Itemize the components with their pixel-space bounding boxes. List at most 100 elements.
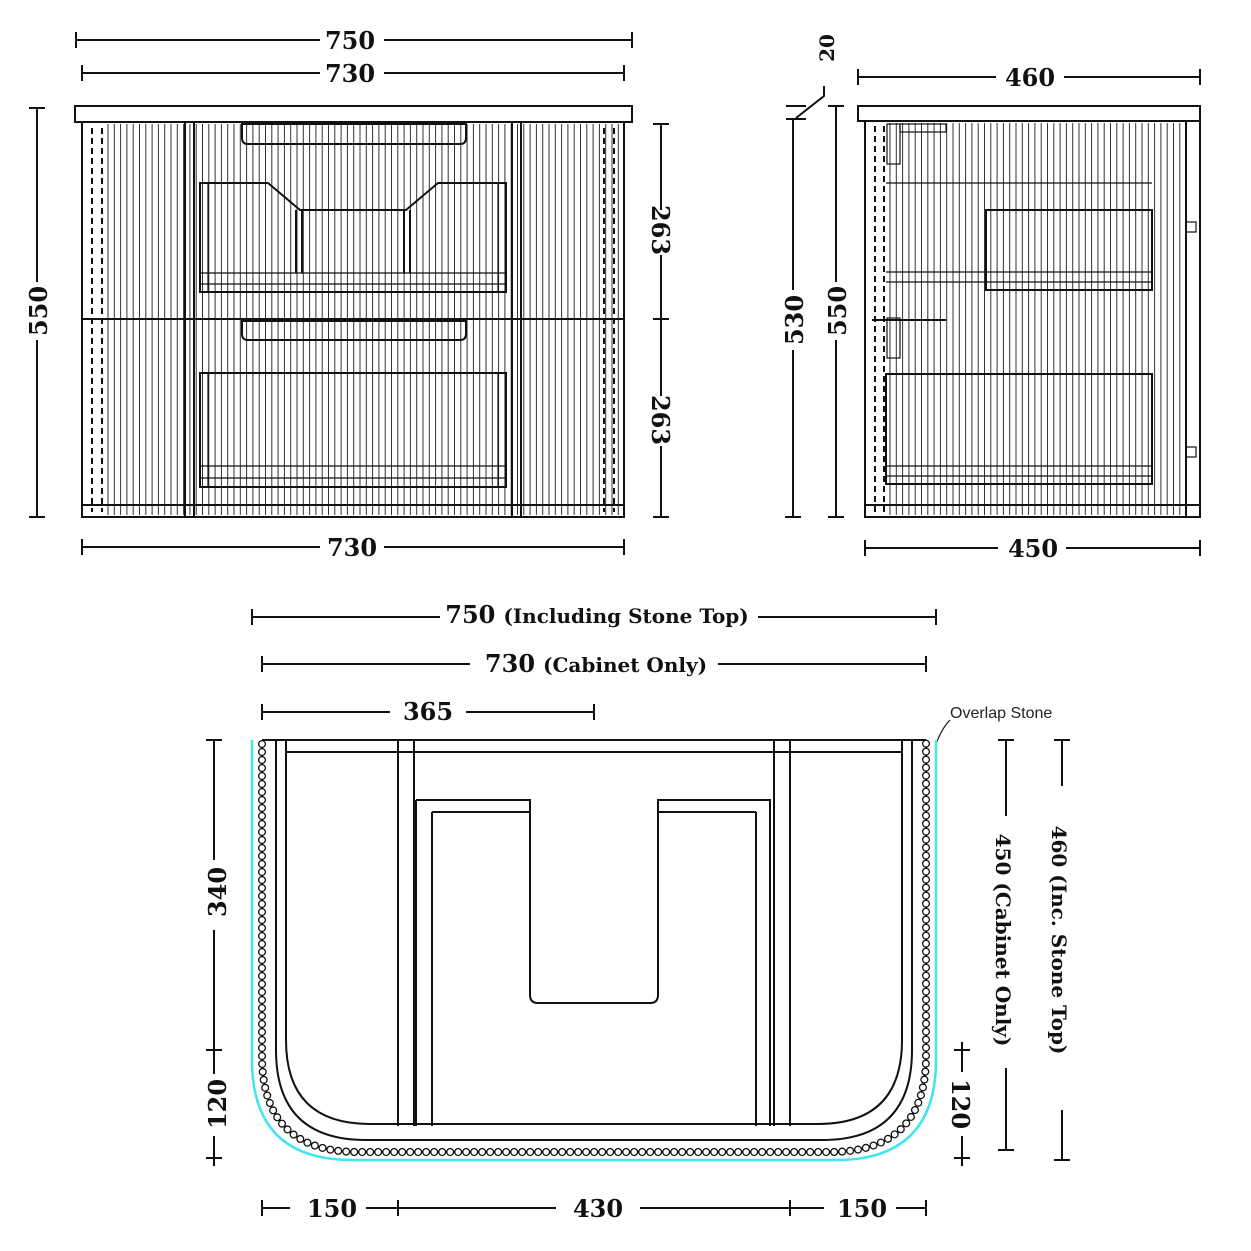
edge-bead: [257, 1011, 267, 1021]
edge-bead: [921, 771, 931, 780]
front-top-drawer-interior: [199, 182, 507, 293]
edge-bead: [257, 803, 267, 813]
side-dim-460: 460: [857, 63, 1201, 92]
edge-bead: [921, 1027, 931, 1036]
plan-depth-straight-label: 340: [203, 867, 232, 917]
edge-bead: [414, 1147, 423, 1157]
plan-stone-outline: [250, 740, 938, 1162]
edge-bead: [921, 939, 931, 948]
edge-bead: [257, 779, 267, 789]
edge-bead: [257, 835, 267, 845]
edge-bead: [510, 1147, 519, 1157]
edge-bead: [918, 1083, 927, 1092]
front-dim-730-top: 730: [81, 59, 625, 88]
edge-bead: [257, 851, 267, 861]
edge-bead: [598, 1147, 607, 1157]
edge-bead: [422, 1147, 431, 1157]
edge-bead: [470, 1147, 479, 1157]
edge-bead: [654, 1147, 663, 1157]
edge-bead: [258, 1067, 267, 1077]
front-drawer-bottom-label: 263: [646, 395, 675, 445]
edge-bead: [798, 1147, 807, 1157]
side-height-total-label: 550: [823, 286, 852, 336]
front-height-label: 550: [24, 286, 53, 336]
edge-bead: [622, 1147, 631, 1157]
edge-bead: [326, 1145, 335, 1154]
edge-bead: [921, 803, 931, 812]
edge-bead: [694, 1147, 703, 1157]
edge-bead: [518, 1147, 527, 1157]
plan-width-stone-label: 750(Including Stone Top): [445, 600, 748, 629]
edge-bead: [526, 1147, 535, 1157]
edge-bead: [358, 1147, 367, 1157]
edge-bead: [283, 1125, 292, 1134]
edge-bead: [257, 891, 267, 901]
edge-bead: [734, 1147, 743, 1157]
plan-dim-450: 450 (Cabinet Only): [991, 739, 1015, 1151]
edge-bead: [921, 747, 931, 756]
plan-view: 750(Including Stone Top) 730(Cabinet Onl…: [203, 600, 1071, 1223]
side-view: 20 460: [780, 34, 1201, 563]
side-depth-cabinet-label: 450: [1008, 534, 1058, 563]
edge-bead: [921, 987, 931, 996]
edge-bead: [257, 739, 267, 749]
edge-bead: [890, 1130, 899, 1139]
edge-bead: [310, 1141, 319, 1150]
front-stone-top: [74, 105, 633, 123]
edge-bead: [921, 971, 931, 980]
edge-bead: [876, 1138, 885, 1147]
edge-bead: [390, 1147, 399, 1157]
edge-bead: [257, 875, 267, 885]
edge-bead: [257, 867, 267, 877]
edge-bead: [646, 1147, 655, 1157]
edge-bead: [921, 739, 931, 748]
edge-bead: [896, 1125, 905, 1134]
edge-bead: [830, 1147, 839, 1157]
edge-bead: [257, 1019, 267, 1029]
edge-bead: [686, 1147, 695, 1157]
plan-dim-120-left: 120: [203, 1050, 232, 1166]
plan-seg-right-label: 150: [837, 1194, 887, 1223]
side-stone-top: [857, 105, 1201, 122]
edge-bead: [257, 827, 267, 837]
edge-bead: [670, 1147, 679, 1157]
edge-bead: [257, 947, 267, 957]
edge-bead: [861, 1143, 870, 1152]
edge-bead: [257, 1051, 267, 1061]
plan-inner-outline: [275, 740, 913, 1141]
edge-bead: [265, 1099, 274, 1108]
edge-bead: [883, 1134, 893, 1143]
front-bottom-width-label: 730: [327, 533, 377, 562]
edge-bead: [257, 1035, 267, 1045]
side-dim-450: 450: [864, 534, 1201, 563]
front-dim-550: 550: [24, 107, 53, 518]
edge-bead: [921, 843, 931, 852]
edge-bead: [920, 1075, 929, 1084]
edge-bead: [921, 1035, 931, 1044]
edge-bead: [382, 1147, 391, 1157]
edge-bead: [853, 1145, 863, 1154]
edge-bead: [406, 1147, 415, 1157]
plan-dim-120-right: 120: [946, 1042, 975, 1166]
edge-bead: [374, 1147, 383, 1157]
edge-bead: [921, 1067, 930, 1076]
edge-bead: [273, 1113, 282, 1122]
front-bottom-drawer-interior: [199, 372, 507, 488]
edge-bead: [257, 755, 267, 765]
plan-drawer-cutout: [416, 799, 771, 1126]
plan-dim-segments: 150 430 150: [261, 1194, 927, 1223]
edge-bead: [257, 907, 267, 917]
edge-bead: [921, 867, 931, 876]
edge-bead: [259, 1075, 268, 1084]
edge-bead: [446, 1147, 455, 1157]
plan-dim-730: 730(Cabinet Only): [261, 649, 927, 678]
side-dim-550: 550: [823, 105, 852, 518]
edge-bead: [614, 1147, 623, 1157]
plan-dim-750: 750(Including Stone Top): [251, 600, 937, 629]
edge-bead: [914, 1098, 923, 1107]
plan-half-width-label: 365: [403, 697, 453, 726]
plan-dim-460: 460 (Inc. Stone Top): [1047, 739, 1071, 1161]
edge-bead: [257, 923, 267, 933]
edge-bead: [846, 1146, 855, 1155]
edge-bead: [566, 1147, 575, 1157]
